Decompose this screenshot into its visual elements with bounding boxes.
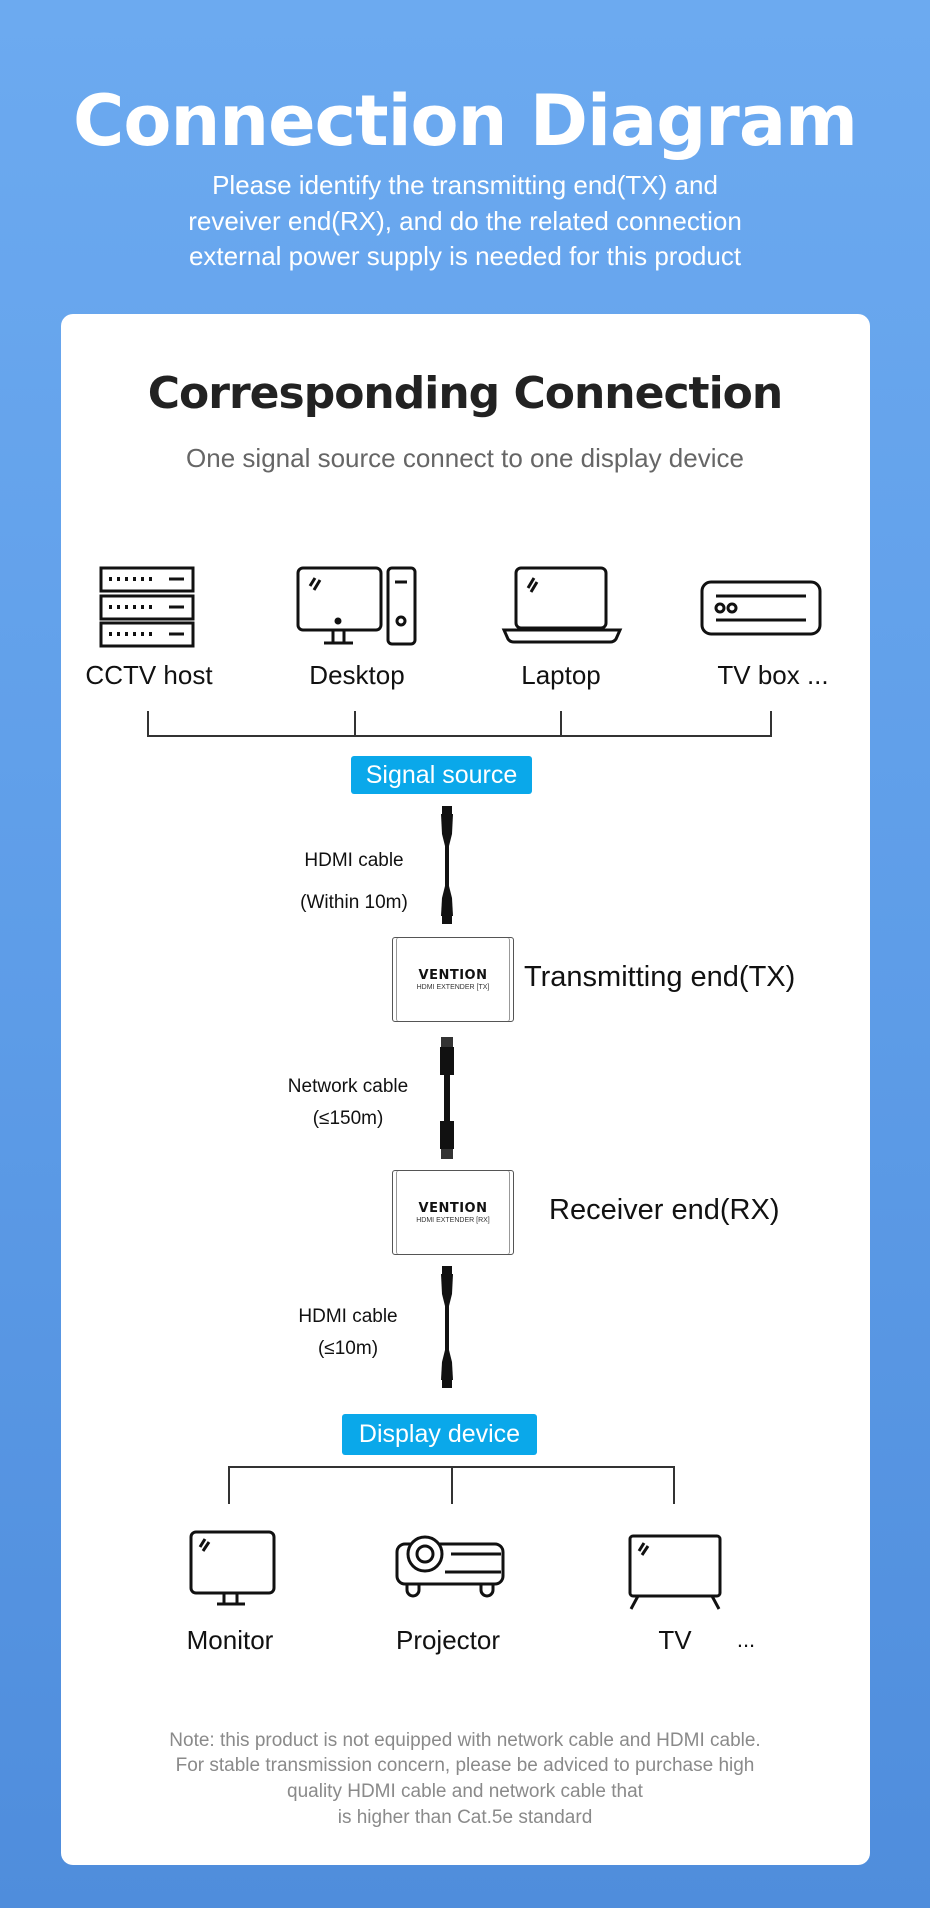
display-label-tv: TV xyxy=(658,1625,692,1655)
tx-device: VENTION HDMI EXTENDER [TX] xyxy=(392,937,514,1022)
cable1-length: (Within 10m) xyxy=(300,892,408,913)
subtitle-line: reveiver end(RX), and do the related con… xyxy=(188,206,742,236)
note-line: Note: this product is not equipped with … xyxy=(169,1730,761,1751)
desktop-computer-icon xyxy=(296,566,417,646)
display-device-badge: Display device xyxy=(342,1414,537,1455)
cable2-length: (≤150m) xyxy=(312,1108,384,1129)
card-title: Corresponding Connection xyxy=(147,368,783,419)
hdmi-cable-icon xyxy=(441,1266,453,1388)
source-label-laptop: Laptop xyxy=(521,660,601,690)
tv-box-icon xyxy=(700,580,822,636)
signal-source-badge: Signal source xyxy=(351,756,532,794)
bracket-line xyxy=(228,1466,230,1504)
server-rack-icon xyxy=(99,566,195,648)
subtitle-line: external power supply is needed for this… xyxy=(188,241,742,271)
page-title: Connection Diagram xyxy=(73,80,858,162)
card-subtitle: One signal source connect to one display… xyxy=(186,443,744,473)
note-line: For stable transmission concern, please … xyxy=(175,1755,755,1776)
network-cable-icon xyxy=(440,1037,454,1159)
display-label-more: ... xyxy=(736,1627,756,1652)
bracket-line xyxy=(354,711,356,736)
rx-brand-logo: VENTION xyxy=(418,1201,488,1216)
cable3-length: (≤10m) xyxy=(317,1338,379,1359)
source-label-cctv-host: CCTV host xyxy=(85,660,213,690)
tx-brand-logo: VENTION xyxy=(418,968,488,983)
bracket-line xyxy=(451,1466,453,1504)
cable1-name: HDMI cable xyxy=(304,850,404,871)
bracket-line xyxy=(560,711,562,736)
source-label-tv-box: TV box ... xyxy=(717,660,829,690)
bracket-line xyxy=(147,735,772,737)
bracket-line xyxy=(673,1466,675,1504)
tx-label: Transmitting end(TX) xyxy=(524,961,796,993)
bracket-line xyxy=(147,711,149,736)
rx-label: Receiver end(RX) xyxy=(549,1194,780,1226)
hdmi-cable-icon xyxy=(441,806,453,924)
rx-model: HDMI EXTENDER [RX] xyxy=(416,1217,490,1224)
laptop-icon xyxy=(501,566,623,644)
display-label-monitor: Monitor xyxy=(186,1625,274,1655)
cable3-name: HDMI cable xyxy=(298,1306,398,1327)
rx-device: VENTION HDMI EXTENDER [RX] xyxy=(392,1170,514,1255)
note-line: is higher than Cat.5e standard xyxy=(337,1807,593,1828)
subtitle-line: Please identify the transmitting end(TX)… xyxy=(212,170,718,200)
projector-icon xyxy=(395,1535,505,1598)
cable2-name: Network cable xyxy=(287,1076,409,1097)
bracket-line xyxy=(770,711,772,736)
display-label-projector: Projector xyxy=(395,1625,501,1655)
tx-model: HDMI EXTENDER [TX] xyxy=(416,984,490,991)
source-label-desktop: Desktop xyxy=(309,660,405,690)
note-line: quality HDMI cable and network cable tha… xyxy=(287,1781,643,1802)
diagram-card xyxy=(61,314,870,1865)
tv-icon xyxy=(628,1534,722,1610)
monitor-icon xyxy=(189,1530,276,1606)
